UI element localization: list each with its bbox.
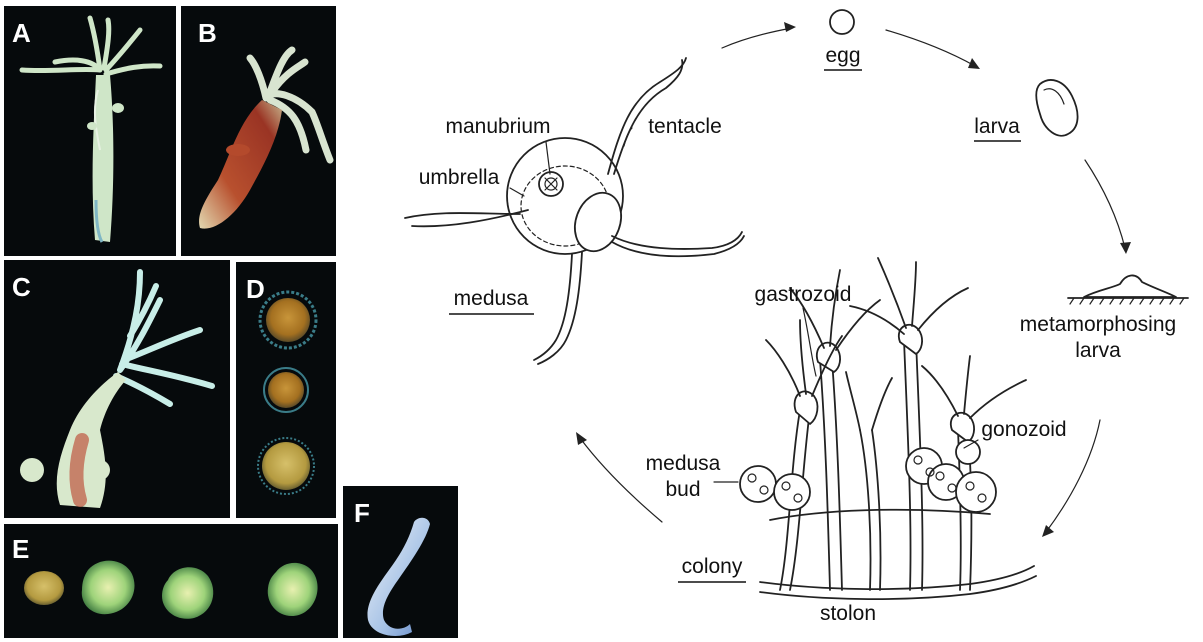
colony-label-text: colony [682,555,743,578]
photo-panel-a: A [4,6,176,256]
tentacle-label: tentacle [648,115,722,138]
medusa-bud-label-line2: bud [665,478,700,501]
larva-label-text: larva [974,115,1020,138]
gastrozoid-label: gastrozoid [755,283,852,306]
metamorphosing-larva-label: larva [1075,339,1121,362]
medusa-label: medusa [449,287,534,314]
metamorphosing-larva-drawing [1068,275,1188,304]
medusa-drawing [405,58,744,364]
photo-panel-e: E [4,524,338,638]
panel-letter-a: A [12,18,31,48]
metamorphosing-label: metamorphosing [1020,313,1176,336]
egg-2 [264,368,308,412]
medusa-bud-label-line1: medusa [646,452,721,475]
manubrium-label: manubrium [445,115,550,138]
colony-label: colony [678,555,746,582]
panel-letter-b: B [198,18,217,48]
egg-3 [258,438,314,494]
egg-label: egg [824,44,862,70]
life-cycle-diagram: egg larva metamorphosing larva gonozoid … [405,10,1188,625]
stolon-label: stolon [820,602,876,625]
larva-label: larva [974,115,1021,141]
photo-panel-f: F [343,486,458,638]
photo-panel-c: C [4,260,230,518]
umbrella-label: umbrella [419,166,500,189]
gonozoid-label: gonozoid [981,418,1066,441]
egg-drawing [830,10,854,34]
panel-letter-c: C [12,272,31,302]
panel-letter-e: E [12,534,29,564]
photo-panel-d: D [236,262,336,518]
photo-panel-b: B [181,6,336,256]
medusa-label-text: medusa [454,287,529,310]
egg-label-text: egg [825,44,860,67]
larva-drawing [1036,80,1077,136]
panel-letter-f: F [354,498,370,528]
panel-letter-d: D [246,274,265,304]
